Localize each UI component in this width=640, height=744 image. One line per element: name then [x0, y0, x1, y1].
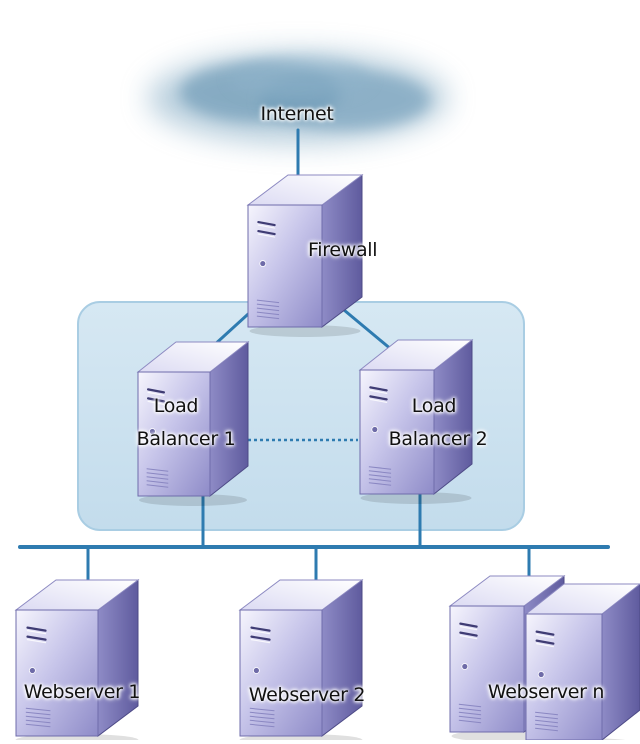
load-balancer-2-server-icon: [358, 338, 474, 504]
webserver-1-server-icon: [14, 579, 140, 744]
link-firewall-lb2: [336, 303, 394, 352]
lb1-label-line2: Balancer 1: [136, 428, 236, 450]
lb2-label-line1: Load: [411, 395, 457, 417]
lb1-label-line1: Load: [153, 395, 199, 417]
webserver-n-front-server-icon: [524, 583, 640, 744]
internet-cloud-icon: [148, 52, 448, 144]
firewall-server-icon: [246, 174, 364, 337]
internet-label: Internet: [260, 103, 334, 125]
firewall-label: Firewall: [308, 239, 378, 261]
lb2-label-line2: Balancer 2: [388, 428, 488, 450]
webserver-n-label: Webserver n: [487, 681, 605, 703]
webserver-2-label: Webserver 2: [248, 684, 366, 706]
webserver-2-server-icon: [238, 579, 364, 744]
load-balancer-1-server-icon: [136, 340, 250, 506]
webserver-1-label: Webserver 1: [23, 681, 141, 703]
